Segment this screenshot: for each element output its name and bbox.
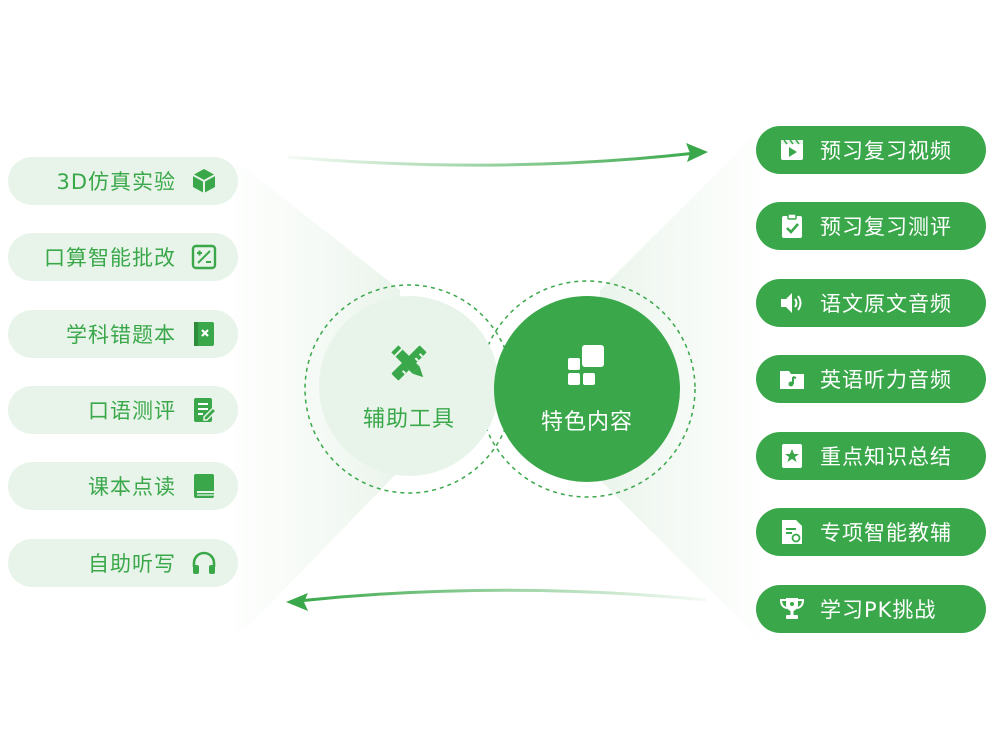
music-folder-icon: [778, 365, 806, 393]
video-play-icon: [778, 136, 806, 164]
tool-item-self-dictation[interactable]: 自助听写: [8, 539, 238, 587]
content-item-label: 语文原文音频: [820, 292, 952, 316]
content-item-pk-challenge[interactable]: 学习PK挑战: [756, 585, 986, 633]
error-book-icon: [190, 320, 218, 348]
tool-item-label: 自助听写: [88, 552, 176, 576]
content-item-english-listening[interactable]: 英语听力音频: [756, 355, 986, 403]
document-refresh-icon: [778, 518, 806, 546]
cube-icon: [190, 167, 218, 195]
ruler-pencil-icon: [385, 339, 433, 387]
app-grid-icon: [563, 342, 611, 390]
note-edit-icon: [190, 396, 218, 424]
tool-item-label: 口算智能批改: [44, 246, 176, 270]
content-item-label: 重点知识总结: [820, 445, 952, 469]
bottom-arrow-head: [286, 593, 308, 611]
circle-title-featured-content: 特色内容: [540, 410, 633, 435]
book-icon: [190, 472, 218, 500]
top-arrow-line: [287, 151, 697, 167]
top-arrow-head: [686, 143, 708, 162]
tool-item-oral-assessment[interactable]: 口语测评: [8, 386, 238, 434]
content-item-label: 学习PK挑战: [820, 598, 937, 622]
right-fan: [600, 130, 760, 640]
content-item-preview-review-test[interactable]: 预习复习测评: [756, 202, 986, 250]
tool-item-label: 口语测评: [88, 399, 176, 423]
content-item-label: 专项智能教辅: [820, 521, 952, 545]
content-item-chinese-audio[interactable]: 语文原文音频: [756, 279, 986, 327]
clipboard-check-icon: [778, 212, 806, 240]
speaker-icon: [778, 289, 806, 317]
content-item-special-tutoring[interactable]: 专项智能教辅: [756, 508, 986, 556]
tool-item-textbook-reading[interactable]: 课本点读: [8, 462, 238, 510]
tool-item-label: 3D仿真实验: [56, 170, 176, 194]
headphones-icon: [190, 549, 218, 577]
content-item-preview-review-video[interactable]: 预习复习视频: [756, 126, 986, 174]
content-item-label: 预习复习视频: [820, 139, 952, 163]
tool-item-label: 学科错题本: [66, 323, 176, 347]
content-item-label: 预习复习测评: [820, 215, 952, 239]
tool-item-error-book[interactable]: 学科错题本: [8, 310, 238, 358]
bottom-arrow-line: [297, 588, 707, 603]
content-item-label: 英语听力音频: [820, 368, 952, 392]
auxiliary-tools-circle[interactable]: 辅助工具: [319, 296, 499, 476]
bookmark-star-icon: [778, 442, 806, 470]
tool-item-oral-calc-grading[interactable]: 口算智能批改: [8, 233, 238, 281]
circle-title-auxiliary-tools: 辅助工具: [362, 407, 455, 432]
calculator-icon: [190, 243, 218, 271]
tool-item-3d-lab[interactable]: 3D仿真实验: [8, 157, 238, 205]
tool-item-label: 课本点读: [88, 475, 176, 499]
trophy-icon: [778, 595, 806, 623]
featured-content-circle[interactable]: 特色内容: [494, 296, 680, 482]
content-item-key-points-summary[interactable]: 重点知识总结: [756, 432, 986, 480]
left-fan: [235, 160, 400, 640]
